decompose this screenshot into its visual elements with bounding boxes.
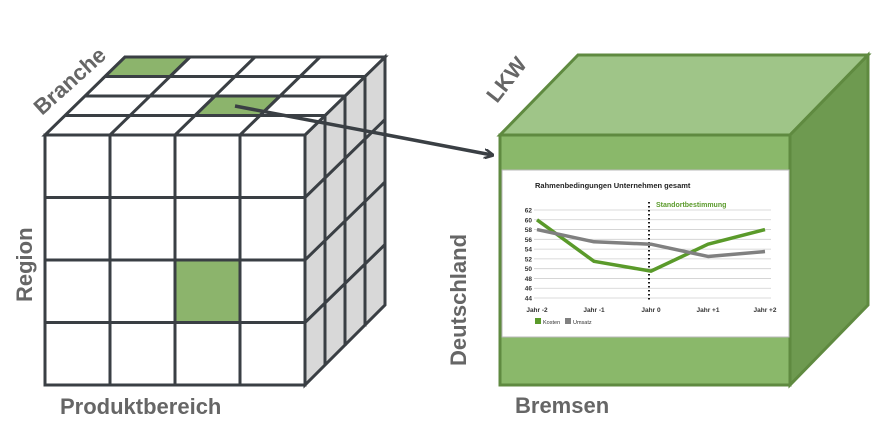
chart-y-tick-label: 58 xyxy=(525,227,533,234)
front-highlight-cell xyxy=(175,260,240,323)
cube-side-line xyxy=(303,180,387,262)
legend-label-kosten: Kosten xyxy=(543,320,560,326)
chart-x-tick-label: Jahr 0 xyxy=(641,307,661,314)
legend-swatch-kosten xyxy=(535,318,541,324)
chart-x-tick-label: Jahr -1 xyxy=(583,307,605,314)
chart-series xyxy=(535,218,766,273)
chart-x-tick-label: Jahr +1 xyxy=(697,307,720,314)
chart-panel: Rahmenbedingungen Unternehmen gesamt Sta… xyxy=(501,169,790,338)
chart-x-ticks: Jahr -2 Jahr -1 Jahr 0 Jahr +1 Jahr +2 xyxy=(526,307,777,314)
chart-legend: Kosten Umsatz xyxy=(535,318,592,326)
drilldown-arrow xyxy=(234,104,492,155)
chart-x-tick-label: Jahr -2 xyxy=(526,307,548,314)
label-deutschland: Deutschland xyxy=(446,234,471,366)
label-produktbereich: Produktbereich xyxy=(60,394,221,419)
chart-title: Rahmenbedingungen Unternehmen gesamt xyxy=(535,181,691,190)
label-bremsen: Bremsen xyxy=(515,393,609,418)
chart-x-tick-label: Jahr +2 xyxy=(754,307,777,314)
legend-label-umsatz: Umsatz xyxy=(573,320,592,326)
legend-swatch-umsatz xyxy=(565,318,571,324)
chart-y-tick-label: 46 xyxy=(525,286,533,293)
chart-annotation: Standortbestimmung xyxy=(656,202,726,209)
chart-y-tick-label: 56 xyxy=(525,237,533,244)
chart-y-tick-label: 44 xyxy=(525,296,533,303)
cube-side-line xyxy=(303,243,387,324)
left-data-cube xyxy=(41,53,389,389)
chart-y-tick-label: 48 xyxy=(525,276,533,283)
label-lkw: LKW xyxy=(481,52,532,107)
chart-y-tick-label: 52 xyxy=(525,256,533,263)
chart-y-ticks: 44 46 48 50 52 54 56 58 60 62 xyxy=(525,208,533,303)
chart-y-tick-label: 50 xyxy=(525,266,533,273)
chart-y-tick-label: 60 xyxy=(525,217,533,224)
left-cube-grid-lines xyxy=(45,55,387,385)
chart-grid xyxy=(534,209,771,299)
cube-top-line xyxy=(238,55,322,137)
chart-y-tick-label: 54 xyxy=(525,247,533,254)
label-region: Region xyxy=(12,227,37,302)
chart-y-tick-label: 62 xyxy=(525,208,533,215)
